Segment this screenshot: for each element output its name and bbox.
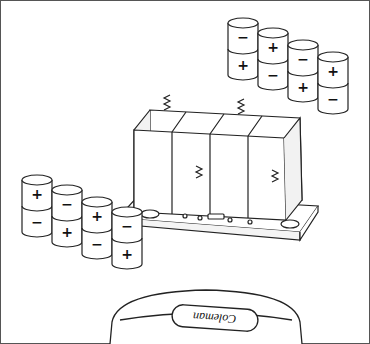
battery-cell xyxy=(258,28,288,90)
polarity-sign: + xyxy=(31,187,43,201)
polarity-sign: + xyxy=(297,80,309,94)
polarity-sign: − xyxy=(121,219,133,233)
battery-cell xyxy=(82,197,112,259)
polarity-sign: − xyxy=(327,92,339,106)
polarity-sign: + xyxy=(267,40,279,54)
battery-holder xyxy=(118,95,318,240)
battery-cell xyxy=(52,185,82,247)
polarity-sign: − xyxy=(61,197,73,211)
polarity-sign: − xyxy=(31,215,43,229)
battery-set xyxy=(22,18,348,269)
polarity-sign: − xyxy=(267,68,279,82)
polarity-sign: − xyxy=(237,30,249,44)
battery-cell xyxy=(228,18,258,80)
polarity-sign: − xyxy=(91,237,103,251)
lantern-top xyxy=(110,290,302,344)
polarity-sign: − xyxy=(297,52,309,66)
battery-cell xyxy=(318,52,348,114)
brand-logo: Coleman xyxy=(193,311,237,326)
polarity-sign: + xyxy=(91,209,103,223)
battery-cell xyxy=(288,40,318,102)
polarity-sign: + xyxy=(121,247,133,261)
battery-cell xyxy=(22,175,52,237)
battery-cell xyxy=(112,207,142,269)
polarity-sign: + xyxy=(61,225,73,239)
polarity-sign: + xyxy=(327,64,339,78)
polarity-sign: + xyxy=(237,58,249,72)
